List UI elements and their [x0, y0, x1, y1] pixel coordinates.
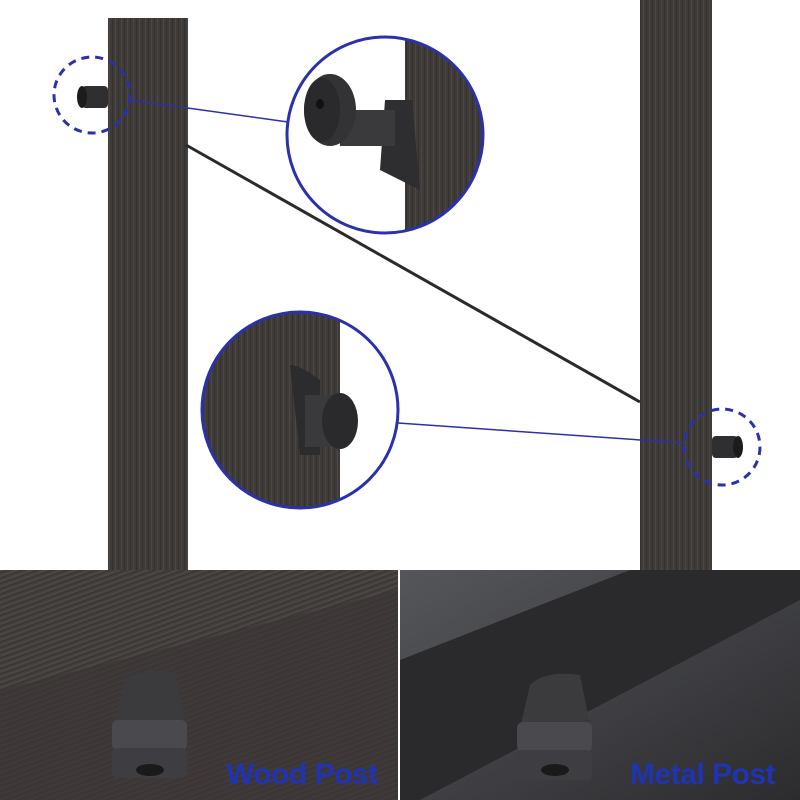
metal-post-panel — [400, 570, 800, 800]
left-wood-post — [108, 18, 188, 573]
callout-line-top — [129, 99, 289, 123]
metal-post-label: Metal Post — [630, 758, 776, 791]
zoom-detail-bottom — [200, 310, 400, 510]
left-fitting — [77, 86, 108, 108]
wood-post-label: Wood Post — [226, 758, 378, 791]
callout-line-bottom — [397, 422, 685, 444]
callout-marker-bottom — [682, 407, 762, 487]
right-wood-post — [640, 0, 712, 573]
wood-post-panel — [0, 570, 398, 800]
cable — [185, 143, 641, 404]
callout-marker-top — [52, 55, 132, 135]
right-fitting — [712, 436, 743, 458]
zoom-detail-top — [285, 35, 485, 235]
